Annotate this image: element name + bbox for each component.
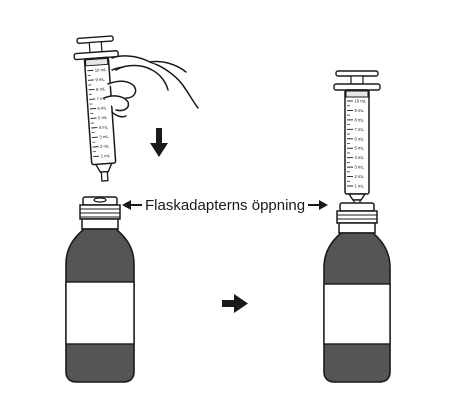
- scale-label: 8 mL: [96, 86, 106, 92]
- scale-label: 8 mL: [355, 117, 365, 122]
- barrel-flange: [333, 83, 381, 91]
- scale-label: 1 mL: [101, 153, 111, 159]
- plunger-rod: [88, 41, 103, 54]
- bottle-adapter: [339, 202, 375, 212]
- scale-label: 1 mL: [355, 184, 365, 189]
- arrow-right-icon: [222, 294, 248, 313]
- scale-label: 3 mL: [99, 134, 109, 140]
- callout: Flaskadapterns öppning: [122, 197, 328, 214]
- plunger-stopper: [84, 57, 109, 67]
- scale-label: 10 mL: [355, 99, 367, 104]
- adapter-opening: [93, 197, 107, 203]
- hand-outline: [103, 55, 199, 118]
- bottle-left: [65, 196, 135, 383]
- callout-label: Flaskadapterns öppning: [145, 197, 305, 214]
- scale-label: 9 mL: [95, 77, 105, 83]
- syringe-tip: [94, 162, 113, 173]
- scale-label: 7 mL: [355, 127, 365, 132]
- plunger-stopper: [345, 90, 369, 98]
- arrow-left-icon: [122, 200, 142, 210]
- arrow-right-icon: [308, 200, 328, 210]
- arrow-down-icon: [150, 128, 168, 157]
- bottle-label: [65, 281, 135, 345]
- syringe-tip: [347, 193, 367, 201]
- thumb: [115, 64, 169, 91]
- scale-label: 4 mL: [99, 124, 109, 130]
- scale-label: 4 mL: [355, 155, 365, 160]
- scale-label: 9 mL: [355, 108, 365, 113]
- syringe-right: 10 mL 9 mL 8 mL 7 mL 6 mL 5 mL 4 mL 3 mL 2 mL 1 m…: [333, 70, 381, 206]
- plunger-rod: [350, 75, 364, 85]
- scale-label: 2 mL: [355, 174, 365, 179]
- scale-label: 7 mL: [97, 96, 107, 102]
- scale-label: 5 mL: [355, 146, 365, 151]
- bottle-right: [323, 202, 391, 383]
- scale-label: 2 mL: [100, 143, 110, 149]
- scale-label: 6 mL: [355, 136, 365, 141]
- bottle-label: [323, 283, 391, 345]
- bottle-neck: [338, 222, 376, 234]
- hand: [103, 55, 199, 118]
- bottle-cap: [336, 210, 378, 224]
- scale-label: 3 mL: [355, 165, 365, 170]
- syringe-scale: 10 mL 9 mL 8 mL 7 mL 6 mL 5 mL 4 mL 3 mL 2 mL 1 m…: [347, 99, 367, 189]
- scale-label: 5 mL: [98, 115, 108, 121]
- plunger-flange: [335, 70, 379, 77]
- syringe-scale: 10 mL 9 mL 8 mL 7 mL 6 mL 5 mL 4 mL 3 mL 2 mL 1 m…: [87, 67, 111, 159]
- wrist: [149, 60, 187, 73]
- syringe-nozzle: [100, 170, 109, 182]
- bottle-neck: [81, 218, 119, 230]
- scale-label: 10 mL: [95, 67, 108, 73]
- scale-label: 6 mL: [97, 105, 107, 111]
